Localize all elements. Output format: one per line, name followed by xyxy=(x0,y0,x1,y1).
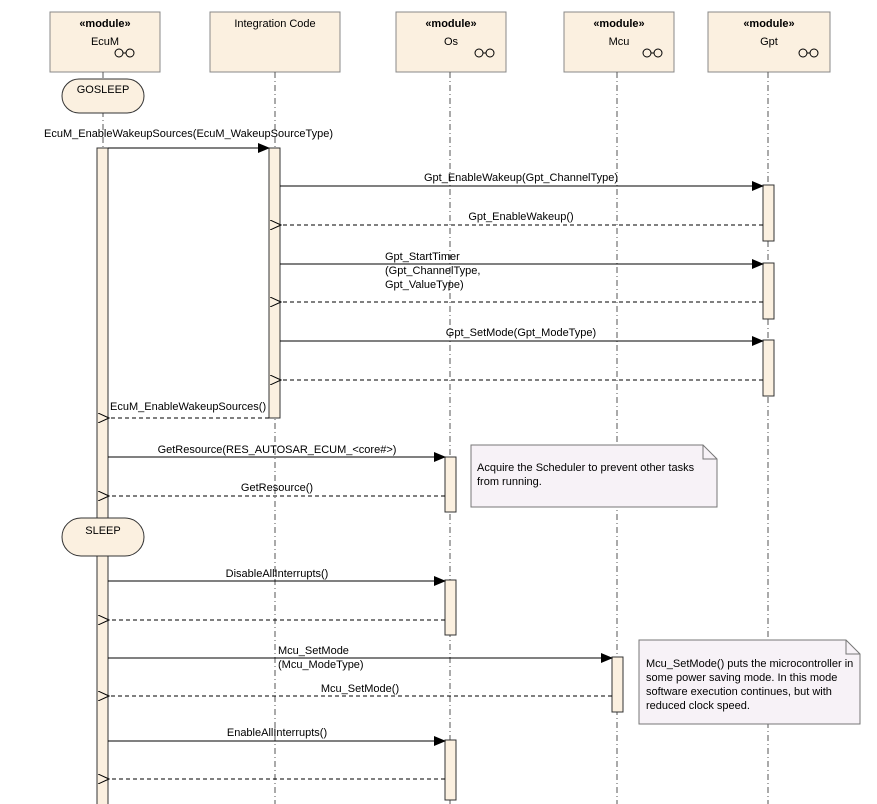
activation-os-3 xyxy=(444,739,457,801)
participant-ecum-name: EcuM xyxy=(91,36,119,48)
activation-integration-code xyxy=(268,147,281,419)
participant-mcu: «module» Mcu xyxy=(563,11,675,73)
participant-gpt-stereotype: «module» xyxy=(743,18,794,30)
module-icon xyxy=(114,48,135,58)
activation-gpt-1 xyxy=(762,184,775,242)
activation-mcu xyxy=(611,656,624,713)
note-mcu-setmode: Mcu_SetMode() puts the microcontroller i… xyxy=(638,639,861,725)
message-label: DisableAllInterrupts() xyxy=(226,568,329,580)
state-sleep: SLEEP xyxy=(61,517,145,557)
state-gosleep: GOSLEEP xyxy=(61,78,145,114)
activation-gpt-2 xyxy=(762,262,775,320)
participant-os: «module» Os xyxy=(395,11,507,73)
note-text-line: Mcu_SetMode() puts the microcontroller i… xyxy=(646,658,853,670)
message-label: GetResource(RES_AUTOSAR_ECUM_<core#>) xyxy=(158,444,397,456)
note-text-line: from running. xyxy=(477,476,542,488)
activation-gpt-3 xyxy=(762,339,775,397)
message-label: Gpt_StartTimer xyxy=(385,251,460,263)
participant-os-name: Os xyxy=(444,36,459,48)
note-text-line: Acquire the Scheduler to prevent other t… xyxy=(477,462,695,474)
message-label: Gpt_SetMode(Gpt_ModeType) xyxy=(446,327,596,339)
participant-integration-code-name: Integration Code xyxy=(234,18,315,30)
message-label: EcuM_EnableWakeupSources(EcuM_WakeupSour… xyxy=(44,128,333,140)
state-sleep-label: SLEEP xyxy=(85,525,120,537)
note-scheduler: Acquire the Scheduler to prevent other t… xyxy=(470,444,718,508)
note-text-line: software execution continues, but with xyxy=(646,686,832,698)
message-label-line: Gpt_ValueType) xyxy=(385,279,464,291)
message-label: Mcu_SetMode xyxy=(278,645,349,657)
participant-gpt: «module» Gpt xyxy=(707,11,831,73)
note-text-line: some power saving mode. In this mode xyxy=(646,672,837,684)
participant-ecum-stereotype: «module» xyxy=(79,18,130,30)
activation-ecum xyxy=(96,147,109,804)
participant-mcu-name: Mcu xyxy=(609,36,630,48)
message-label: EcuM_EnableWakeupSources() xyxy=(110,401,266,413)
participant-gpt-name: Gpt xyxy=(760,36,778,48)
message-label: EnableAllInterrupts() xyxy=(227,727,327,739)
state-gosleep-label: GOSLEEP xyxy=(77,84,130,96)
activation-os-2 xyxy=(444,579,457,636)
participant-ecum: «module» EcuM xyxy=(49,11,161,73)
module-icon xyxy=(474,48,495,58)
message-label-line: (Gpt_ChannelType, xyxy=(385,265,480,277)
note-text-line: reduced clock speed. xyxy=(646,700,750,712)
message-label: GetResource() xyxy=(241,482,313,494)
message-label: Gpt_EnableWakeup() xyxy=(468,211,573,223)
participant-os-stereotype: «module» xyxy=(425,18,476,30)
participant-integration-code: Integration Code xyxy=(209,11,341,73)
participant-mcu-stereotype: «module» xyxy=(593,18,644,30)
module-icon xyxy=(642,48,663,58)
message-label-line: (Mcu_ModeType) xyxy=(278,659,364,671)
message-label: Gpt_EnableWakeup(Gpt_ChannelType) xyxy=(424,172,618,184)
activation-os-1 xyxy=(444,456,457,513)
module-icon xyxy=(798,48,819,58)
message-label: Mcu_SetMode() xyxy=(321,683,399,695)
